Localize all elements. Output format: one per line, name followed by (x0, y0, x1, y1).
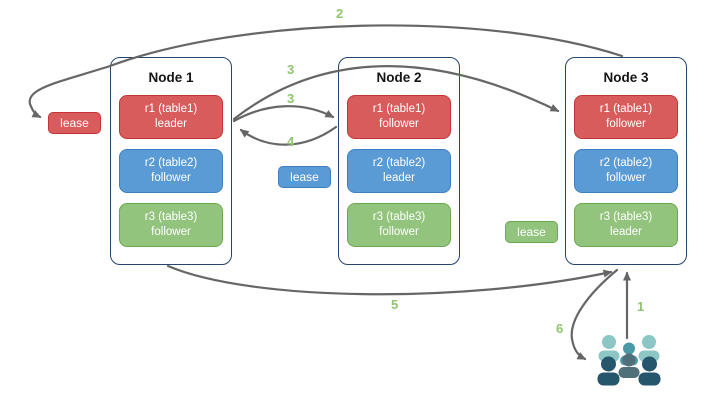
arrow-step-5 (166, 264, 613, 296)
node-1: Node 1 r1 (table1) leader r2 (table2) fo… (110, 57, 232, 265)
replica-role: follower (151, 226, 191, 238)
replica-name: r2 (table2) (144, 157, 198, 170)
step-label-5: 5 (391, 297, 399, 312)
replica-name: r2 (table2) (372, 157, 426, 170)
replica-role: follower (606, 118, 646, 130)
step-label-1: 1 (637, 299, 645, 314)
replica-role: leader (610, 226, 642, 238)
node-2-replica-r2: r2 (table2) leader (347, 149, 451, 193)
node-2-replica-r1: r1 (table1) follower (347, 95, 451, 139)
node-2-replica-r3: r3 (table3) follower (347, 203, 451, 247)
node-2: Node 2 r1 (table1) follower r2 (table2) … (338, 57, 460, 265)
node-3: Node 3 r1 (table1) follower r2 (table2) … (565, 57, 687, 265)
lease-badge-table2: lease (278, 166, 331, 188)
replica-role: leader (383, 172, 415, 184)
node-3-replica-r2: r2 (table2) follower (574, 149, 678, 193)
step-label-6: 6 (556, 321, 564, 336)
step-label-2: 2 (336, 6, 344, 21)
replica-role: follower (606, 172, 646, 184)
replica-name: r1 (table1) (372, 103, 426, 116)
lease-badge-table3: lease (505, 221, 558, 243)
node-3-title: Node 3 (603, 70, 649, 85)
replica-name: r3 (table3) (372, 211, 426, 224)
step-label-4: 4 (287, 134, 295, 149)
node-3-replica-r1: r1 (table1) follower (574, 95, 678, 139)
replica-name: r1 (table1) (144, 103, 198, 116)
node-3-replica-r3: r3 (table3) leader (574, 203, 678, 247)
node-1-replica-r3: r3 (table3) follower (119, 203, 223, 247)
replica-name: r1 (table1) (599, 103, 653, 116)
node-2-title: Node 2 (376, 70, 422, 85)
replica-role: follower (379, 118, 419, 130)
users-front-row (597, 356, 661, 386)
node-1-title: Node 1 (148, 70, 194, 85)
replica-name: r2 (table2) (599, 157, 653, 170)
users-front-middle-person (618, 353, 640, 378)
step-label-3b: 3 (287, 91, 295, 106)
replica-role: follower (379, 226, 419, 238)
lease-badge-table1: lease (48, 112, 101, 134)
node-1-replica-r2: r2 (table2) follower (119, 149, 223, 193)
users-icon (597, 335, 661, 386)
replica-role: leader (155, 118, 187, 130)
replica-name: r3 (table3) (144, 211, 198, 224)
replica-role: follower (151, 172, 191, 184)
arrow-step-3-to-node2 (232, 105, 335, 123)
node-1-replica-r1: r1 (table1) leader (119, 95, 223, 139)
step-label-3a: 3 (287, 62, 295, 77)
replica-name: r3 (table3) (599, 211, 653, 224)
